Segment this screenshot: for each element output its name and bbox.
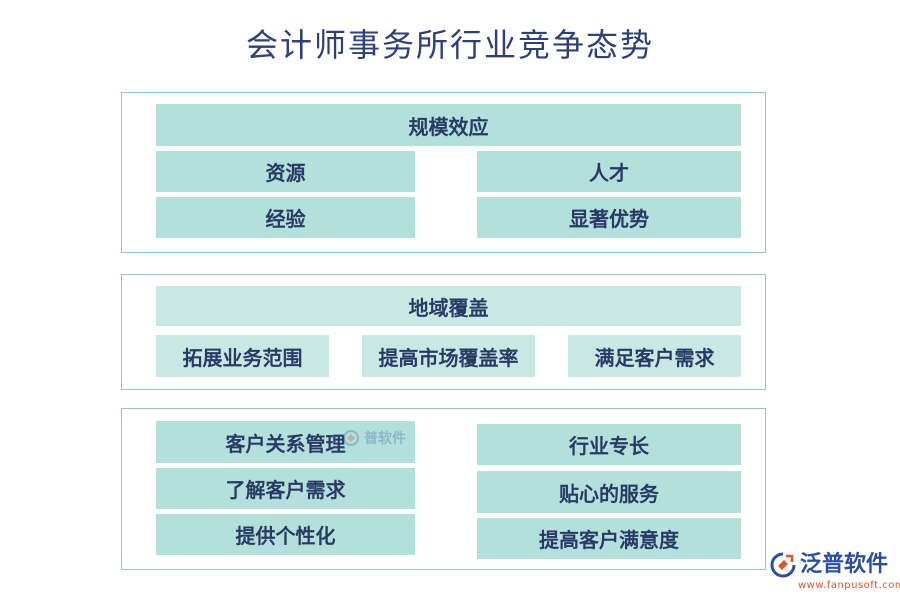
- fanpu-logo-icon: [770, 552, 796, 578]
- understand-needs-box: 了解客户需求: [156, 468, 415, 509]
- brand-url: www.fanpusoft.com: [798, 580, 900, 591]
- talent-box: 人才: [477, 151, 741, 192]
- scale-effect-header: 规模效应: [156, 104, 741, 146]
- advantage-box: 显著优势: [477, 197, 741, 238]
- caring-service-box: 贴心的服务: [477, 471, 741, 513]
- brand-name: 泛普软件: [800, 552, 889, 577]
- industry-expertise-box: 行业专长: [477, 424, 741, 465]
- watermark: 普软件: [342, 428, 406, 448]
- watermark-logo-icon: [343, 430, 359, 446]
- page-title: 会计师事务所行业竞争态势: [245, 26, 654, 64]
- regional-coverage-header: 地域覆盖: [156, 286, 741, 326]
- customer-satisfaction-box: 提高客户满意度: [477, 518, 741, 559]
- customer-needs-box: 满足客户需求: [568, 335, 741, 377]
- resources-box: 资源: [156, 151, 415, 192]
- brand-logo: 泛普软件: [770, 552, 888, 578]
- experience-box: 经验: [156, 197, 415, 238]
- watermark-text: 普软件: [364, 431, 406, 447]
- personalization-box: 提供个性化: [156, 514, 415, 555]
- crm-box: 客户关系管理: [156, 421, 415, 463]
- expand-business-box: 拓展业务范围: [156, 335, 329, 377]
- market-coverage-box: 提高市场覆盖率: [362, 335, 535, 377]
